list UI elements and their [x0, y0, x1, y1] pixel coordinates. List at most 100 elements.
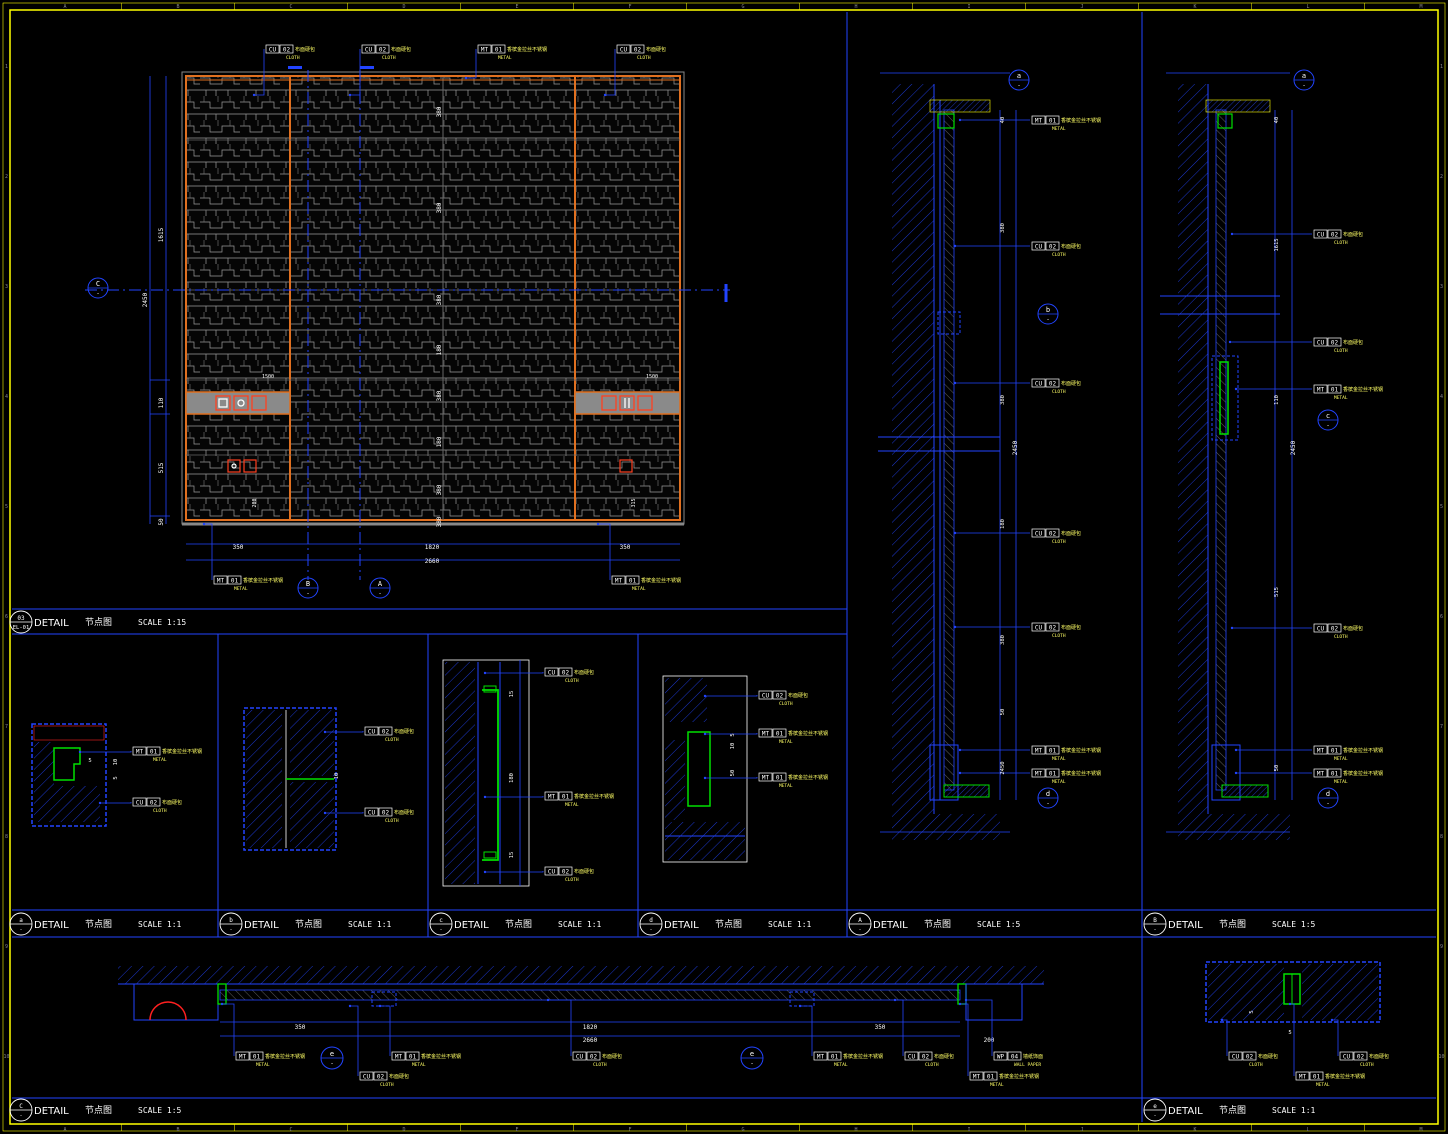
column-marker: H: [854, 4, 857, 10]
tag-number: 01: [776, 730, 784, 737]
tag-subtype: CLOTH: [779, 701, 793, 707]
panel-dividers: [12, 12, 1436, 1122]
tag-number: 02: [1331, 339, 1339, 346]
title-chinese: 节点图: [85, 1105, 112, 1116]
tag-subtype: CLOTH: [1052, 633, 1066, 639]
label: 5: [1249, 1010, 1255, 1013]
title-marker: 03: [17, 615, 25, 622]
tag-subtype: WALL PAPER: [1014, 1062, 1041, 1068]
tag-code: MT: [1317, 770, 1325, 777]
label: 110: [158, 397, 165, 408]
tag-subtype: METAL: [1334, 779, 1348, 785]
row-marker: 3: [1440, 284, 1443, 290]
tag-code: CU: [1035, 243, 1043, 250]
title-chinese: 节点图: [1219, 919, 1246, 930]
tag-description: 香槟金拉丝不锈钢: [641, 577, 681, 584]
right-switch-panel-icon: [601, 395, 653, 411]
label: 200: [984, 1037, 995, 1044]
tag-code: CU: [908, 1053, 916, 1060]
section-callout: d-: [1037, 787, 1059, 809]
section-callout: A-: [369, 577, 391, 599]
label: 2660: [425, 558, 440, 565]
label: 50: [158, 518, 165, 526]
tag-description: 香槟金拉丝不锈钢: [1343, 747, 1383, 754]
tag-number: 01: [831, 1053, 839, 1060]
title-chinese: 节点图: [85, 617, 112, 628]
tag-subtype: CLOTH: [1052, 539, 1066, 545]
tag-description: 香槟金拉丝不锈钢: [999, 1073, 1039, 1080]
tag-number: 02: [382, 728, 390, 735]
tag-number: 01: [987, 1073, 995, 1080]
section-b-drawing: [1160, 72, 1293, 840]
title-marker: C: [19, 1103, 23, 1110]
row-marker: 9: [1440, 944, 1443, 950]
detail-e-drawing: [1205, 961, 1381, 1023]
row-marker: 9: [5, 944, 8, 950]
tag-number: 02: [1049, 530, 1057, 537]
callout-sheet: -: [378, 590, 382, 597]
tag-subtype: METAL: [779, 783, 793, 789]
title-chinese: 节点图: [715, 919, 742, 930]
tag-subtype: CLOTH: [385, 818, 399, 824]
tag-subtype: CLOTH: [385, 737, 399, 743]
title-text: DETAIL: [34, 920, 69, 931]
title-marker: c: [439, 917, 443, 924]
callout-letter: c: [1326, 412, 1330, 420]
label: 180: [509, 773, 515, 783]
row-marker: 6: [5, 614, 8, 620]
column-marker: D: [402, 1127, 405, 1133]
tag-description: 布面硬包: [1061, 243, 1081, 250]
tag-description: 布面硬包: [295, 46, 315, 53]
tag-code: MT: [1035, 117, 1043, 124]
row-marker: 2: [1440, 174, 1443, 180]
tag-number: 01: [1331, 386, 1339, 393]
main-elevation: [85, 66, 730, 580]
section-callout: B-: [297, 577, 319, 599]
tag-subtype: METAL: [1334, 756, 1348, 762]
section-callout: e-: [740, 1046, 764, 1070]
tag-number: 01: [1313, 1073, 1321, 1080]
column-marker: G: [741, 1127, 744, 1133]
callout-letter: e: [750, 1050, 754, 1058]
tag-description: 香槟金拉丝不锈钢: [243, 577, 283, 584]
tag-subtype: METAL: [256, 1062, 270, 1068]
tag-description: 香槟金拉丝不锈钢: [1343, 770, 1383, 777]
title-scale: SCALE 1:1: [768, 920, 812, 929]
tag-subtype: CLOTH: [380, 1082, 394, 1088]
callout-letter: C: [96, 280, 100, 288]
tag-number: 02: [562, 868, 570, 875]
tag-number: 01: [1049, 770, 1057, 777]
label: 380: [436, 484, 443, 495]
tag-subtype: METAL: [990, 1082, 1004, 1088]
section-callout: e-: [320, 1046, 344, 1070]
tag-code: MT: [1035, 770, 1043, 777]
title-marker: d: [649, 917, 653, 924]
tag-subtype: CLOTH: [382, 55, 396, 61]
label: 15: [509, 691, 515, 698]
column-marker: D: [402, 4, 405, 10]
title-chinese: 节点图: [295, 919, 322, 930]
label: 350: [620, 544, 631, 551]
tag-subtype: CLOTH: [1052, 252, 1066, 258]
tag-number: 02: [1049, 243, 1057, 250]
row-marker: 7: [1440, 724, 1443, 730]
tag-subtype: METAL: [834, 1062, 848, 1068]
row-marker: 2: [5, 174, 8, 180]
title-marker: a: [19, 917, 23, 924]
tag-number: 02: [382, 809, 390, 816]
tag-subtype: CLOTH: [1052, 389, 1066, 395]
